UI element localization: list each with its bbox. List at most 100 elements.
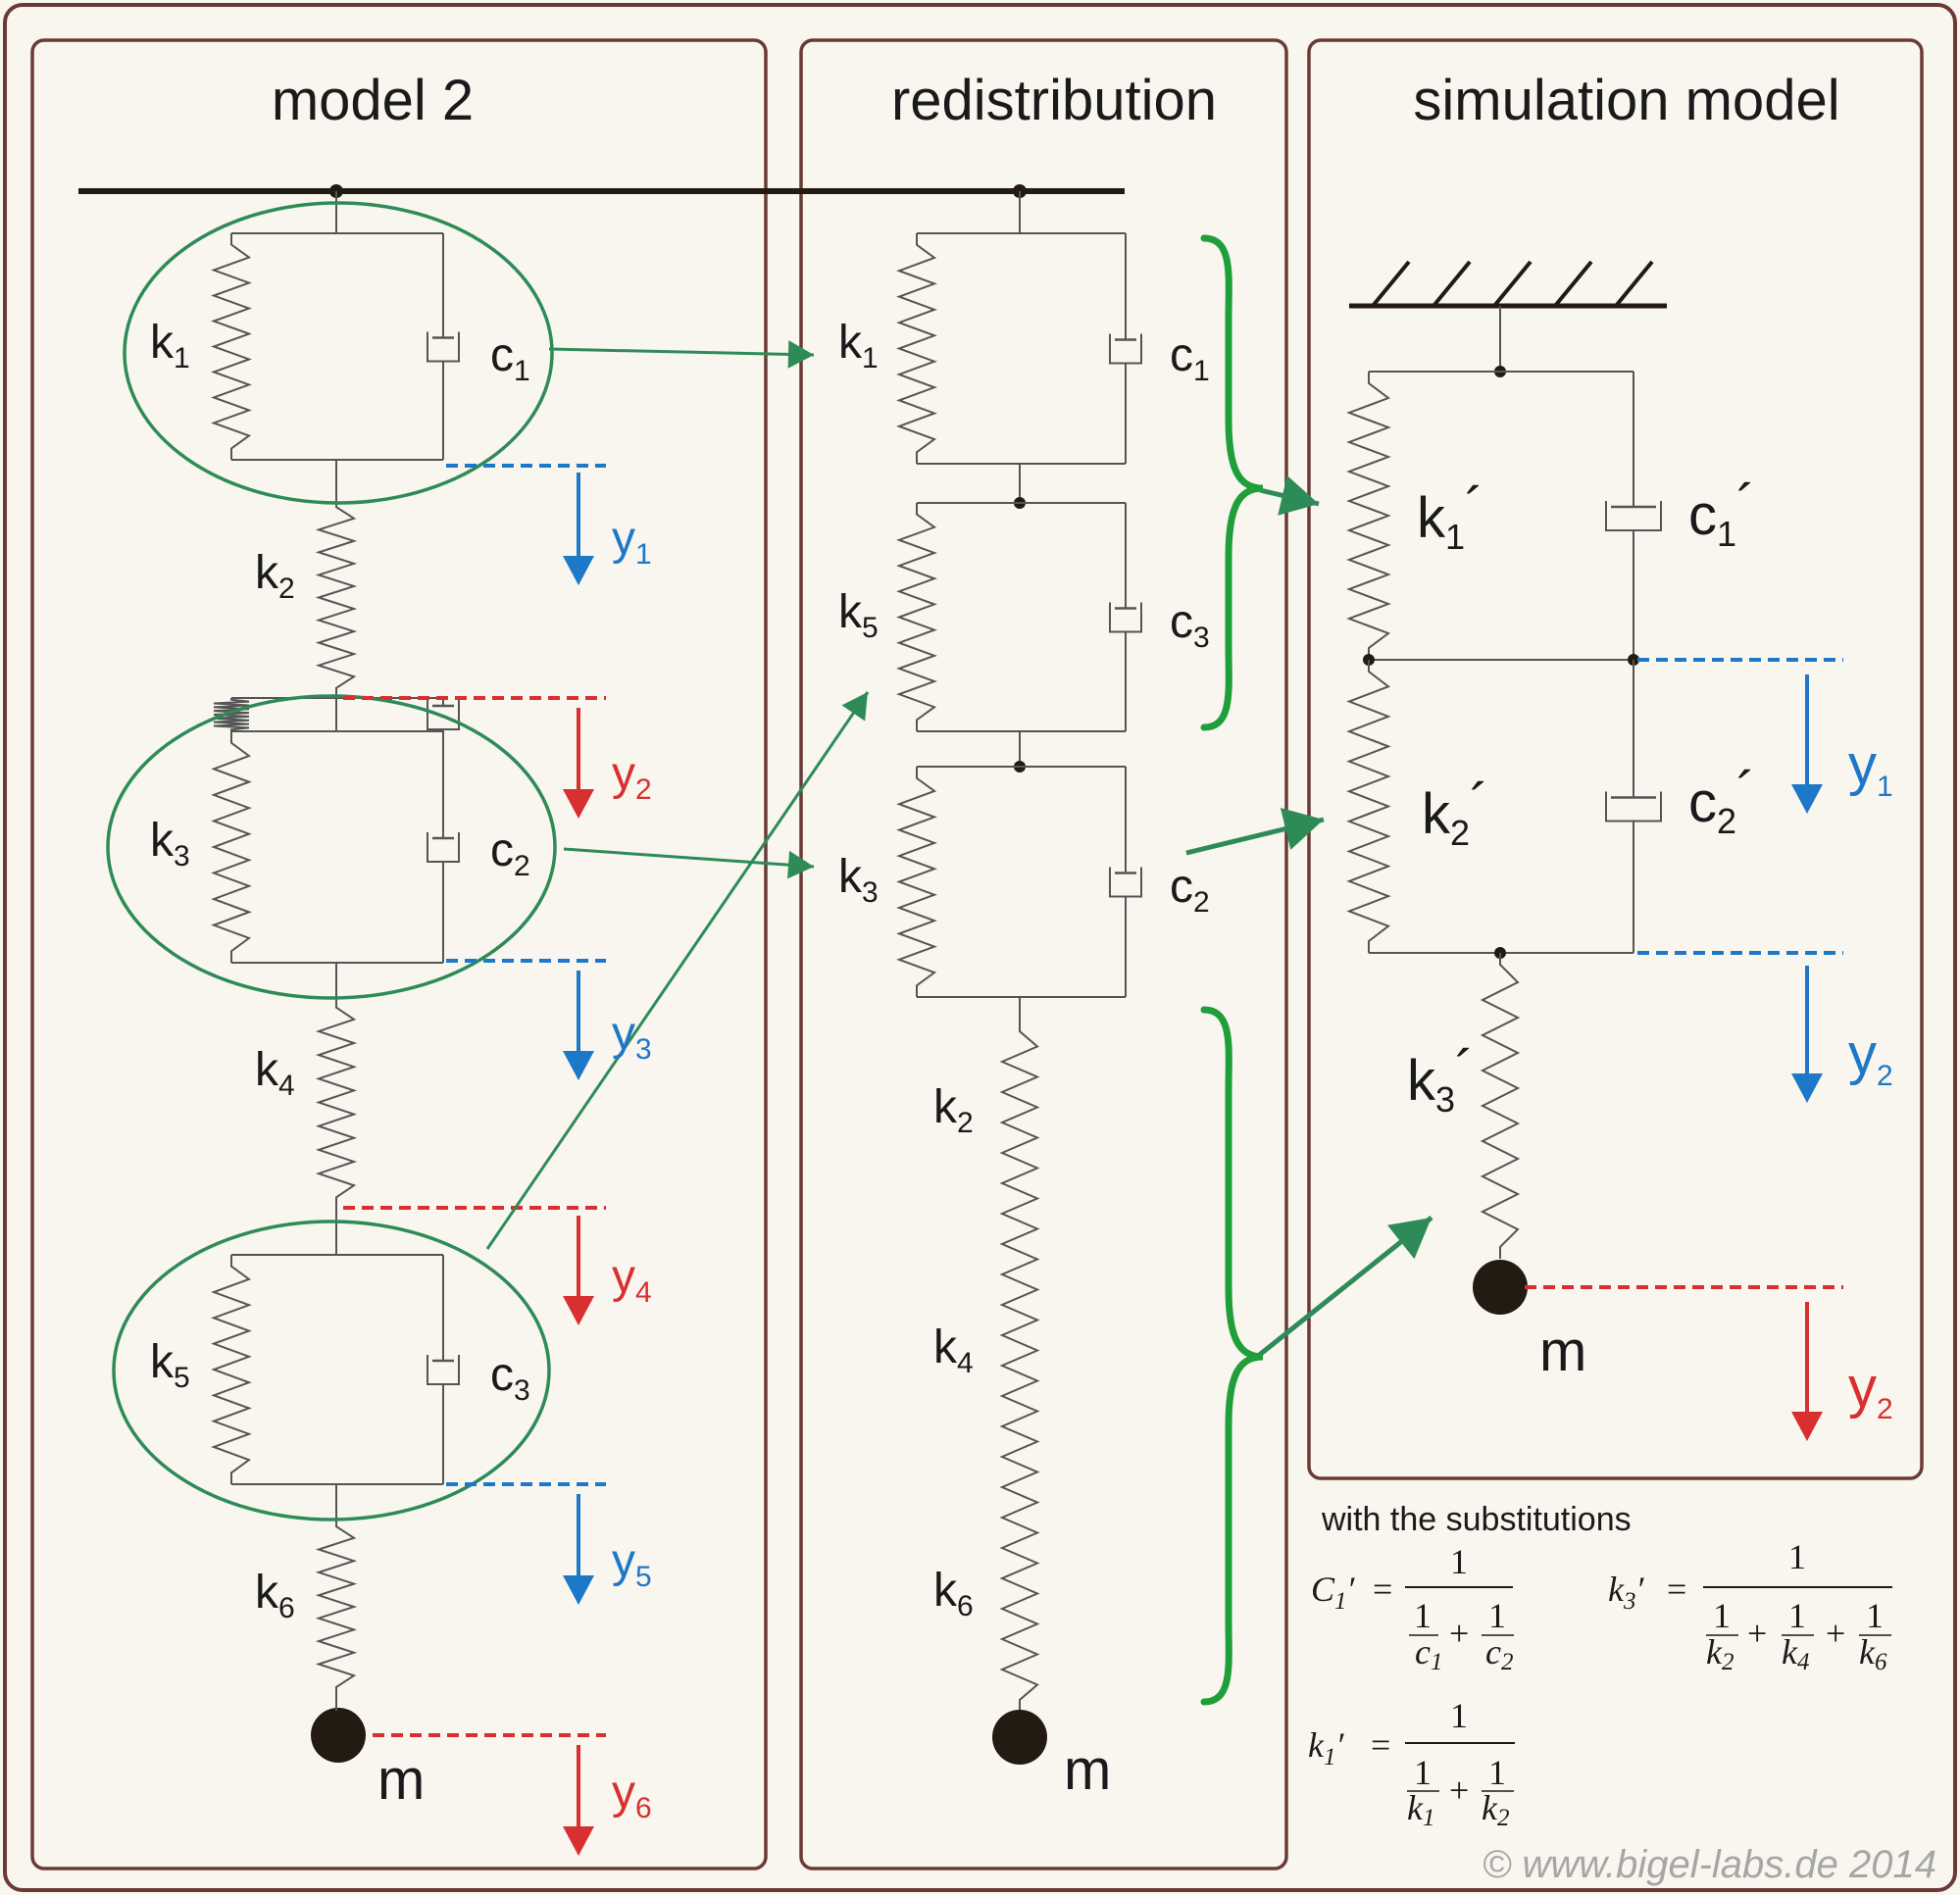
kv2-spring-icon <box>211 731 252 963</box>
svg-text:+: + <box>1747 1614 1767 1653</box>
y5-arrowhead <box>563 1575 594 1605</box>
svg-text:=: = <box>1373 1570 1392 1609</box>
label-y2: y2 <box>612 748 652 806</box>
svg-text:1: 1 <box>1450 1542 1468 1581</box>
svg-text:c2: c2 <box>1485 1632 1513 1675</box>
label-c2: c2 <box>490 824 530 882</box>
formula-c1-lhs: C1′ <box>1311 1570 1356 1615</box>
panel-title-redistribution: redistribution <box>891 69 1217 132</box>
substitutions-intro: with the substitutions <box>1321 1501 1632 1538</box>
k2p-spring-icon <box>1346 660 1391 953</box>
svg-text:=: = <box>1371 1725 1390 1765</box>
map-arrow-c1-head <box>787 340 814 369</box>
panel-title-model2: model 2 <box>272 69 474 132</box>
r-kv5-spring-icon <box>896 503 937 731</box>
model2-labels: k1 c1 k2 k3 c2 k4 k5 c3 k6 m y1 y2 y3 y4… <box>150 317 652 1824</box>
label-k6: k6 <box>255 1567 295 1624</box>
mass-icon <box>992 1710 1047 1765</box>
y1-arrowhead <box>563 556 594 585</box>
label-k1-prime: k1´ <box>1417 476 1483 557</box>
sim-y2-mass-arrowhead <box>1791 1412 1823 1441</box>
group-ellipse <box>112 1220 551 1521</box>
y3-arrowhead <box>563 1051 594 1080</box>
mass-icon <box>311 1708 366 1763</box>
formula-k3-lhs: k3′ <box>1608 1570 1644 1615</box>
svg-text:k2: k2 <box>1482 1788 1509 1831</box>
ground-hatch <box>1371 260 1411 308</box>
ground-hatch <box>1432 260 1472 308</box>
label-c2: c2 <box>1170 861 1210 919</box>
map-arrow-upper-head <box>1278 475 1319 516</box>
mass-icon <box>1473 1260 1528 1315</box>
svg-text:k4: k4 <box>1782 1632 1809 1675</box>
copyright: © www.bigel-labs.de 2014 <box>1483 1843 1936 1886</box>
label-c1-prime: c1´ <box>1688 474 1755 554</box>
map-arrow-chain-head <box>1387 1218 1432 1260</box>
formula-k1-lhs: k1′ <box>1308 1725 1344 1770</box>
mechanics-drawing <box>106 191 1843 1856</box>
svg-text:1: 1 <box>1866 1596 1884 1635</box>
svg-text:1: 1 <box>1414 1753 1432 1792</box>
k4-spring-icon <box>315 997 358 1208</box>
kv1-spring-icon <box>211 233 252 460</box>
label-c1: c1 <box>1170 329 1210 387</box>
sim-y1-arrowhead <box>1791 784 1823 814</box>
label-y4: y4 <box>612 1251 652 1309</box>
label-k6: k6 <box>933 1565 974 1622</box>
svg-text:+: + <box>1826 1614 1845 1653</box>
label-k2-prime: k2´ <box>1422 773 1488 853</box>
label-k5: k5 <box>838 586 879 644</box>
map-arrow-k5 <box>485 691 870 1250</box>
svg-text:1: 1 <box>1414 1596 1432 1635</box>
label-y1: y1 <box>612 513 652 571</box>
label-c2-prime: c2´ <box>1688 761 1755 841</box>
brace-upper-icon <box>1200 234 1264 731</box>
label-k3: k3 <box>838 851 879 909</box>
svg-text:+: + <box>1449 1770 1469 1810</box>
sim-y2-arrowhead <box>1791 1073 1823 1103</box>
svg-text:1: 1 <box>1488 1596 1506 1635</box>
substitutions: with the substitutions C1′ = 1 1 c1 + 1 … <box>1308 1501 1892 1831</box>
label-k4: k4 <box>255 1044 295 1102</box>
panel-redistribution <box>799 38 1288 1870</box>
map-arrow-c2 <box>563 847 815 869</box>
panel-simulation <box>1307 38 1924 1480</box>
y4-arrowhead <box>563 1296 594 1325</box>
label-c1: c1 <box>490 329 530 387</box>
group-ellipse <box>106 694 557 1000</box>
y2-arrowhead <box>563 789 594 819</box>
map-arrow-k5-head <box>841 692 868 722</box>
label-k2: k2 <box>933 1081 974 1139</box>
ground-hatch <box>1614 260 1654 308</box>
svg-text:=: = <box>1667 1570 1686 1609</box>
simulation-labels: k1´ c1´ k2´ c2´ k3´ m y1 y2 y2 <box>1407 474 1893 1425</box>
r-kv1-spring-icon <box>896 233 937 464</box>
label-k3: k3 <box>150 815 190 873</box>
label-mass: m <box>377 1748 425 1812</box>
kv3-spring-icon <box>211 1255 252 1484</box>
label-k1: k1 <box>150 317 190 374</box>
group-ellipse <box>123 201 554 505</box>
map-arrow-c2-head <box>787 850 814 879</box>
map-arrow-lower-head <box>1280 808 1324 850</box>
label-mass: m <box>1539 1320 1586 1383</box>
svg-text:1: 1 <box>1788 1537 1806 1576</box>
connector-spring-icon <box>213 698 250 731</box>
k1p-spring-icon <box>1346 372 1391 660</box>
svg-text:1: 1 <box>1713 1596 1731 1635</box>
outer-frame <box>3 3 1957 1892</box>
ground-hatch <box>1492 260 1533 308</box>
r-kv3-spring-icon <box>896 767 937 997</box>
svg-text:c1: c1 <box>1415 1632 1442 1675</box>
svg-text:k6: k6 <box>1859 1632 1887 1675</box>
redistribution-labels: k1 c1 k5 c3 k3 c2 k2 k4 k6 m <box>838 317 1210 1802</box>
svg-text:1: 1 <box>1488 1753 1506 1792</box>
label-c3: c3 <box>1170 596 1210 654</box>
svg-text:1: 1 <box>1788 1596 1806 1635</box>
k6-spring-icon <box>315 1518 358 1696</box>
brace-lower-icon <box>1200 1006 1264 1706</box>
svg-text:k1: k1 <box>1407 1788 1434 1831</box>
panel-title-simulation: simulation model <box>1413 69 1839 132</box>
map-arrow-c1 <box>548 347 815 357</box>
